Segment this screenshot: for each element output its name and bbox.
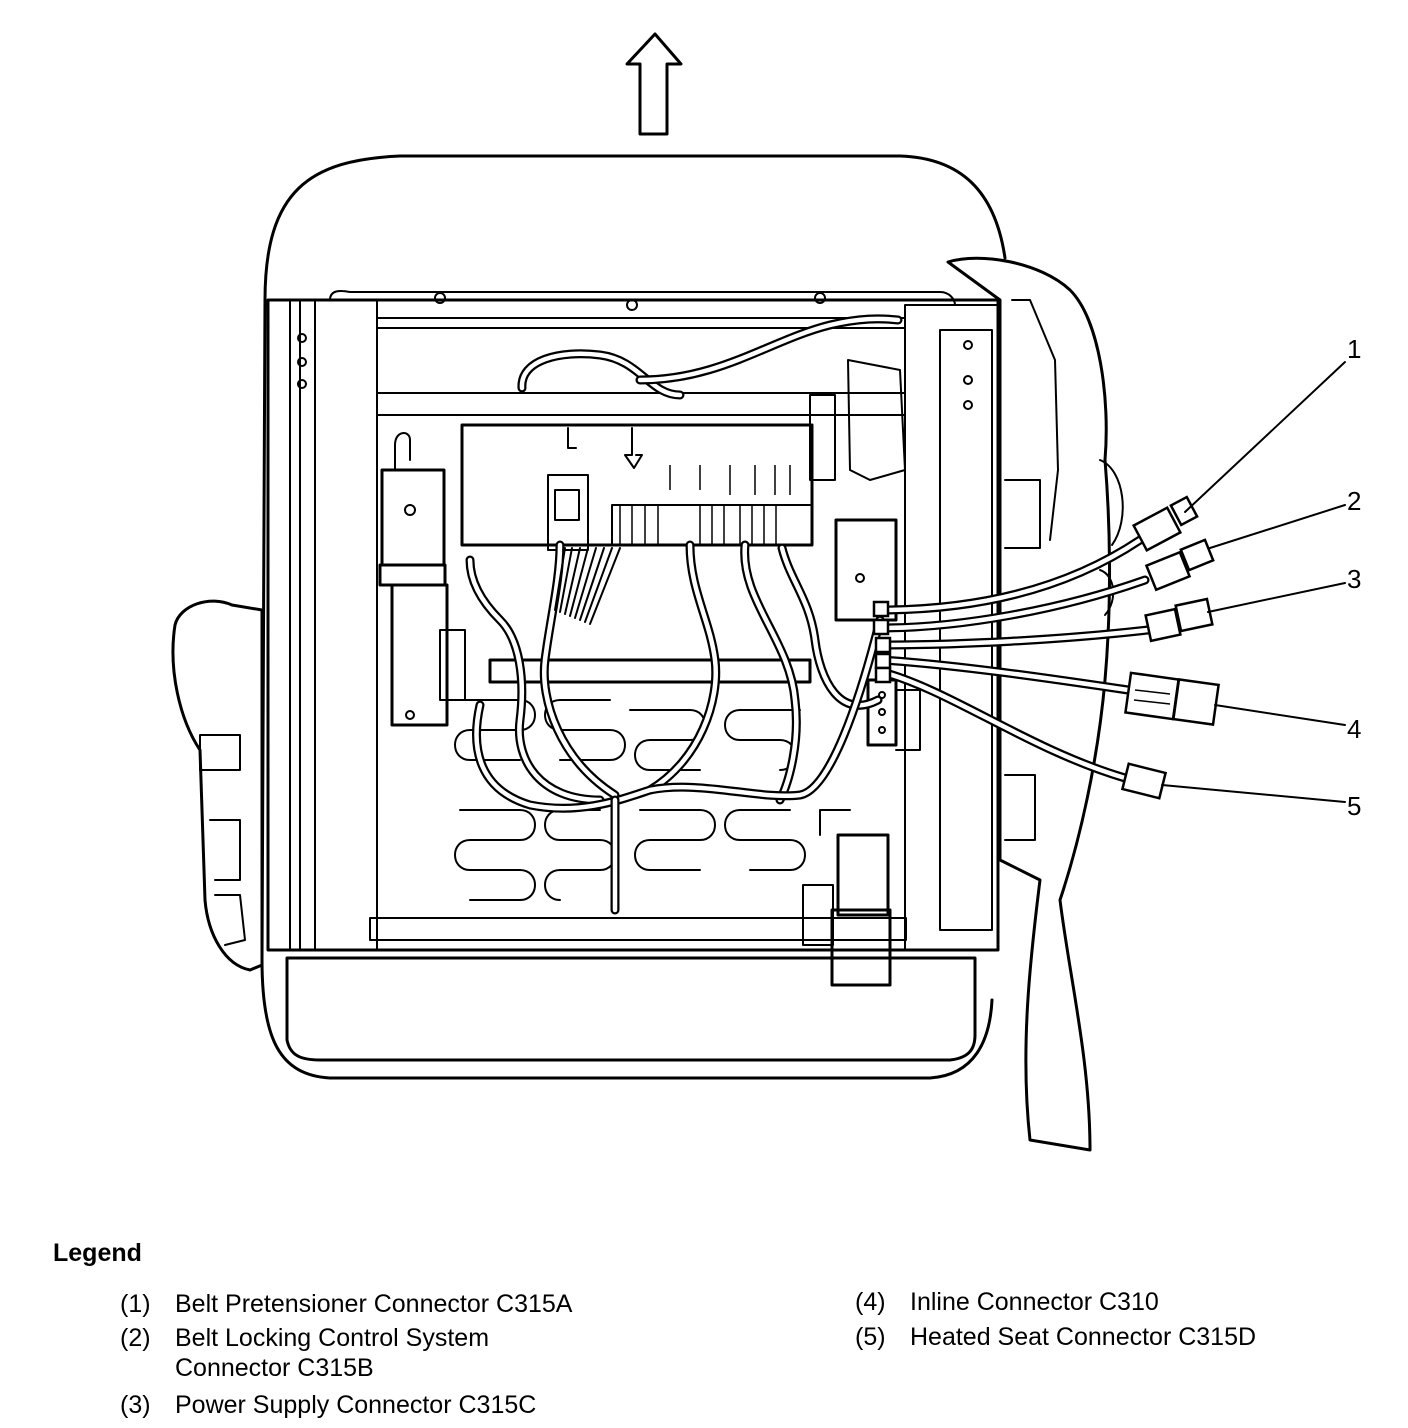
seat-wiring-diagram: 1 2 3 4 5 — [171, 32, 1361, 1152]
legend-item-number: (2) — [120, 1324, 151, 1352]
legend-item-5: (5) Heated Seat Connector C315D — [855, 1322, 1355, 1352]
buckle-assembly — [802, 809, 892, 987]
legend-item-number: (5) — [855, 1323, 886, 1351]
legend-item-1: (1) Belt Pretensioner Connector C315A — [120, 1289, 640, 1319]
connector-c310 — [1124, 671, 1221, 727]
connector-c315d — [1120, 762, 1168, 800]
cross-tube — [488, 658, 812, 684]
right-bracket — [809, 359, 921, 751]
legend-item-text: Power Supply Connector C315C — [175, 1391, 537, 1419]
forward-arrow-icon — [625, 32, 683, 136]
wire-harness — [465, 314, 903, 915]
legend-title: Legend — [53, 1239, 142, 1267]
left-actuator — [378, 432, 466, 727]
legend-item-number: (3) — [120, 1391, 151, 1419]
seat-module — [460, 423, 814, 551]
connector-leads — [872, 535, 1153, 783]
callout-2: 2 — [1347, 486, 1361, 516]
seat-cushion-outline — [260, 298, 994, 1080]
legend-item-number: (1) — [120, 1290, 151, 1318]
seat-springs — [449, 699, 806, 901]
legend-item-3: (3) Power Supply Connector C315C — [120, 1390, 640, 1420]
callout-4: 4 — [1347, 714, 1361, 744]
callout-1: 1 — [1347, 334, 1361, 364]
connector-c315c — [1144, 597, 1214, 643]
callout-3: 3 — [1347, 564, 1361, 594]
leader-lines — [1161, 361, 1346, 803]
right-side-trim — [946, 256, 1124, 1152]
legend-item-2: (2) Belt Locking Control System Connecto… — [120, 1323, 640, 1383]
legend-item-text: Belt Locking Control System Connector C3… — [175, 1324, 490, 1382]
legend-item-text: Heated Seat Connector C315D — [910, 1323, 1257, 1351]
connector-c315a — [1131, 495, 1199, 552]
seat-frame — [266, 290, 1000, 952]
callout-5: 5 — [1347, 791, 1361, 821]
legend-item-4: (4) Inline Connector C310 — [855, 1287, 1355, 1317]
legend-item-number: (4) — [855, 1288, 886, 1316]
connector-c315b — [1144, 538, 1215, 592]
legend-item-text: Belt Pretensioner Connector C315A — [175, 1290, 573, 1318]
left-recliner-adjuster — [171, 599, 264, 972]
seat-back-outline — [263, 154, 1007, 302]
legend-item-text: Inline Connector C310 — [910, 1288, 1159, 1316]
